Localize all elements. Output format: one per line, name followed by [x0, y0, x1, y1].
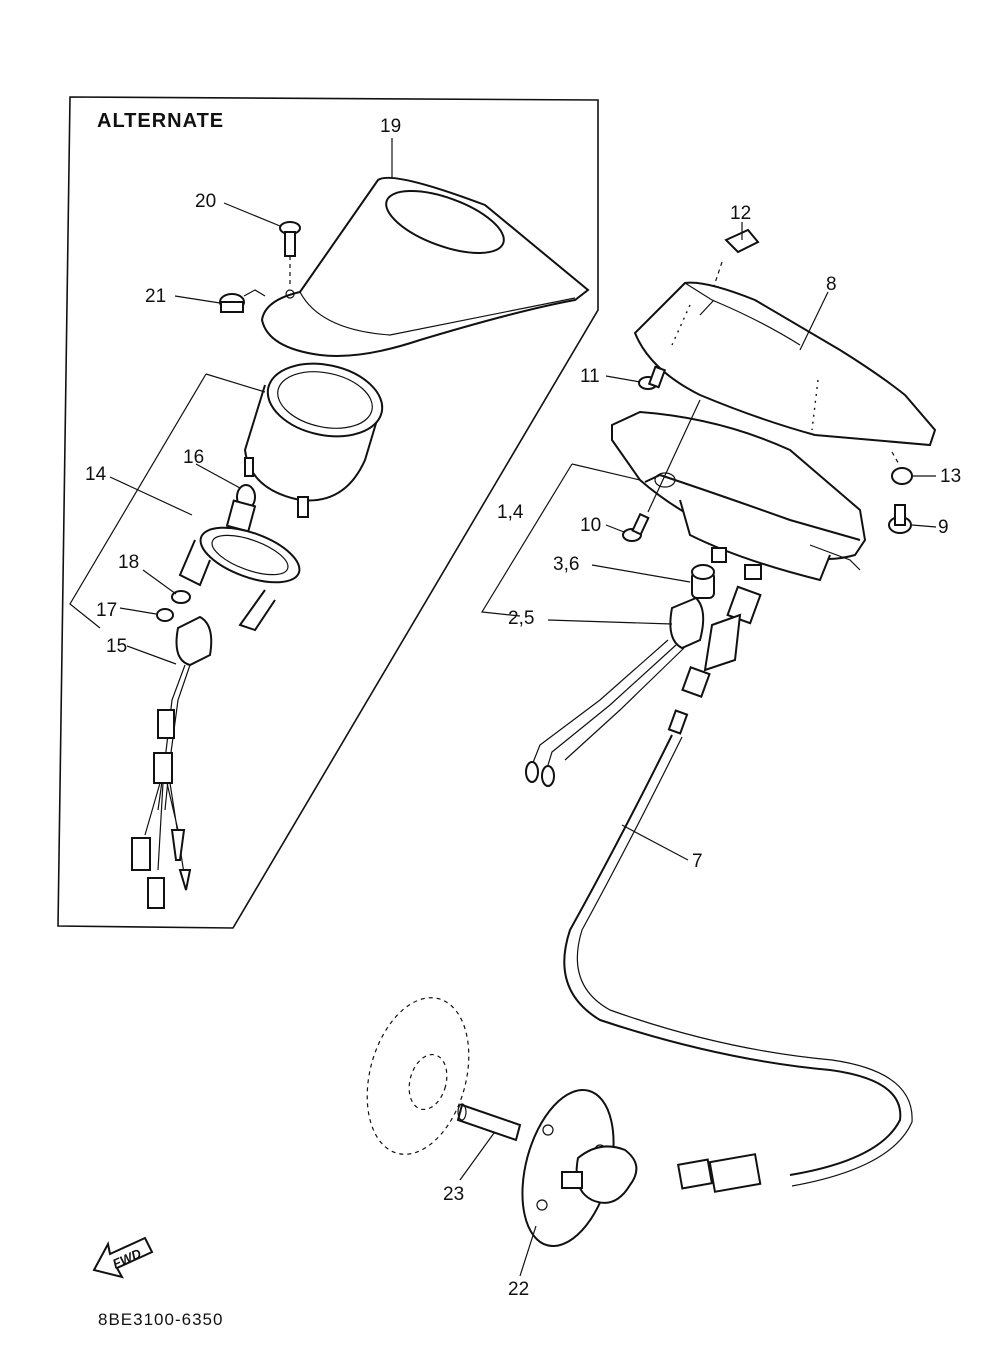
- meter-body-part: [611, 410, 867, 582]
- callout-1-4: 1,4: [497, 502, 524, 523]
- leader-9: [911, 524, 937, 528]
- alternate-nut-part: [171, 590, 191, 604]
- leader-15: [126, 645, 177, 665]
- alternate-visor-part: [260, 176, 590, 357]
- nut-13-guide: [891, 451, 901, 467]
- forward-direction-arrow: FWD: [92, 1236, 154, 1279]
- leader-23: [459, 1132, 495, 1181]
- alternate-border: [57, 96, 599, 929]
- alternate-meter-part: [243, 362, 384, 518]
- callout-16: 16: [183, 447, 204, 468]
- alternate-bracket-part: [178, 526, 301, 632]
- wheel-disc-part: [366, 997, 470, 1155]
- leader-1-4: [571, 463, 641, 481]
- shaft-part-23: [456, 1103, 522, 1142]
- leader-7: [621, 824, 689, 861]
- alternate-bulb-part: [225, 484, 257, 533]
- callout-14: 14: [85, 464, 107, 485]
- callout-17: 17: [96, 600, 117, 621]
- callout-18: 18: [118, 552, 139, 573]
- callout-22: 22: [508, 1279, 529, 1300]
- alternate-group-bracket-line: [69, 373, 207, 629]
- callout-7: 7: [692, 851, 703, 872]
- leader-8: [799, 291, 829, 351]
- alternate-screw-part: [279, 221, 301, 288]
- callout-11: 11: [580, 366, 600, 387]
- callout-21: 21: [145, 286, 166, 307]
- bulb-part-3-6: [691, 564, 715, 599]
- leader-10: [605, 524, 625, 533]
- leader-meter: [205, 373, 266, 393]
- leader-21: [174, 295, 221, 304]
- leader-2-5: [547, 619, 673, 625]
- leader-18: [142, 569, 177, 595]
- leader-22: [519, 1225, 537, 1277]
- fwd-label: FWD: [110, 1245, 144, 1271]
- callout-13: 13: [940, 466, 961, 487]
- main-group-bracket-line: [480, 463, 573, 617]
- nut-part-13: [891, 467, 913, 485]
- callout-19: 19: [380, 116, 401, 137]
- leader-3-6: [591, 564, 691, 583]
- callout-8: 8: [826, 274, 837, 295]
- alternate-section: ALTERNATE: [57, 96, 599, 929]
- alternate-grommet-part: [219, 289, 266, 313]
- speedometer-cable-part-7: [563, 734, 913, 1193]
- clip-part-12: [711, 228, 760, 293]
- callout-10: 10: [580, 515, 601, 536]
- leader-17: [119, 607, 157, 615]
- callout-3-6: 3,6: [553, 554, 579, 575]
- bolt-part-9: [888, 504, 912, 534]
- callout-12: 12: [730, 203, 751, 224]
- screw-part-10: [622, 399, 701, 542]
- meter-cover-part-8: [633, 281, 937, 447]
- callout-23: 23: [443, 1184, 464, 1205]
- callout-20: 20: [195, 191, 216, 212]
- cable-upper-fitting: [667, 585, 762, 735]
- screw-part-11: [638, 365, 667, 390]
- alternate-socket-harness-part: [131, 615, 213, 909]
- callout-9: 9: [938, 517, 949, 538]
- alternate-heading: ALTERNATE: [97, 110, 224, 132]
- speedometer-gear-part-22: [521, 1088, 638, 1248]
- socket-part-2-5: [525, 596, 705, 787]
- callout-15: 15: [106, 636, 127, 657]
- callout-2-5: 2,5: [508, 608, 534, 629]
- leader-16: [195, 463, 241, 489]
- diagram-part-code: 8BE3100-6350: [98, 1310, 223, 1329]
- leader-20: [223, 202, 281, 227]
- leader-11: [605, 375, 641, 383]
- alternate-washer-part: [156, 608, 174, 622]
- leader-14: [109, 476, 193, 516]
